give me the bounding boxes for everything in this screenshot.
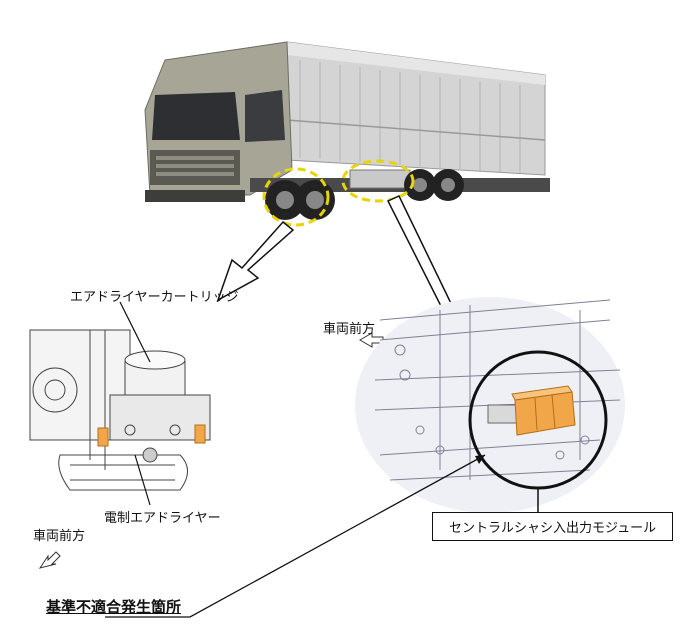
truck-illustration: [145, 42, 550, 220]
label-air-dryer-cartridge: エアドライヤーカートリッジ: [70, 286, 239, 305]
label-nonconformity-location: 基準不適合発生箇所: [46, 596, 181, 617]
direction-arrow-left: [40, 552, 60, 568]
air-dryer-detail-drawing: [30, 330, 210, 490]
label-vehicle-front-right: 車両前方: [323, 318, 375, 337]
label-vehicle-front-left: 車両前方: [33, 525, 85, 544]
chassis-module-detail-drawing: [355, 297, 625, 513]
label-central-chassis-module: セントラルシャシ入出力モジュール: [432, 512, 673, 541]
label-electric-air-dryer: 電制エアドライヤー: [104, 507, 221, 526]
